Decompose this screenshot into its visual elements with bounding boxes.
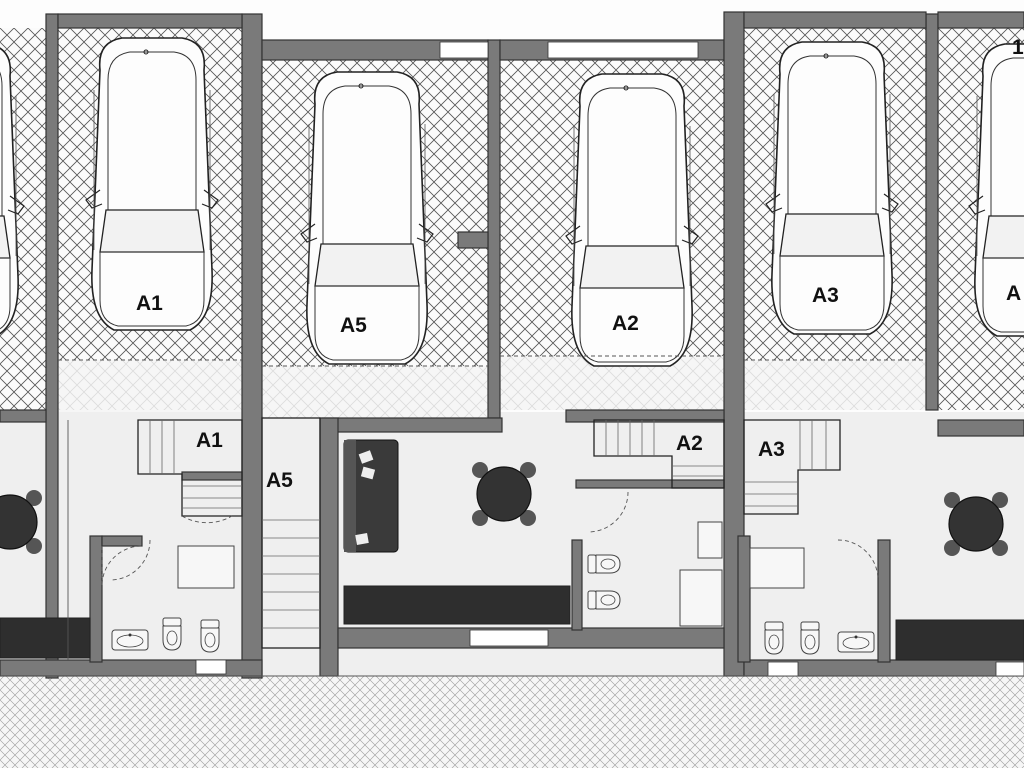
toilet-icon xyxy=(162,617,182,651)
bidet-icon xyxy=(587,590,621,610)
windows xyxy=(195,41,1024,677)
garage-label-a2: A2 xyxy=(612,312,639,335)
walls xyxy=(0,11,1024,679)
bathroom-a1 xyxy=(111,545,235,653)
car-icon xyxy=(85,37,219,331)
toilet-icon xyxy=(764,621,784,655)
dining-table-icon xyxy=(471,461,537,527)
stair-a3-icon xyxy=(743,419,841,515)
stair-a5-icon xyxy=(261,417,321,649)
kitchen-counter xyxy=(895,619,1024,661)
stair-a2-icon xyxy=(593,419,725,489)
garage-label-a5: A5 xyxy=(340,314,367,337)
toilet-icon xyxy=(587,554,621,574)
garage-label-partial: A xyxy=(1006,282,1021,305)
garage-label-a1: A1 xyxy=(136,292,163,315)
bathroom-a2 xyxy=(587,521,723,627)
stair-label-a3: A3 xyxy=(758,438,785,461)
stair-label-a2: A2 xyxy=(676,432,703,455)
edge-text: 1 xyxy=(1012,36,1024,59)
stair-label-a1: A1 xyxy=(196,429,223,452)
sofa-icon xyxy=(343,439,399,553)
kitchen-counter xyxy=(343,585,571,625)
sink-icon xyxy=(111,629,149,651)
sink-icon xyxy=(837,631,875,653)
ground-paving xyxy=(0,676,1024,768)
dining-table-icon xyxy=(943,491,1009,557)
bathroom-a3 xyxy=(749,547,875,655)
stair-label-a5: A5 xyxy=(266,469,293,492)
garage-label-a3: A3 xyxy=(812,284,839,307)
kitchen-counter xyxy=(0,617,91,659)
bidet-icon xyxy=(800,621,820,655)
dining-table-icon xyxy=(0,489,43,555)
car-icon xyxy=(300,71,434,365)
door-swings xyxy=(58,355,926,587)
bidet-icon xyxy=(200,619,220,653)
